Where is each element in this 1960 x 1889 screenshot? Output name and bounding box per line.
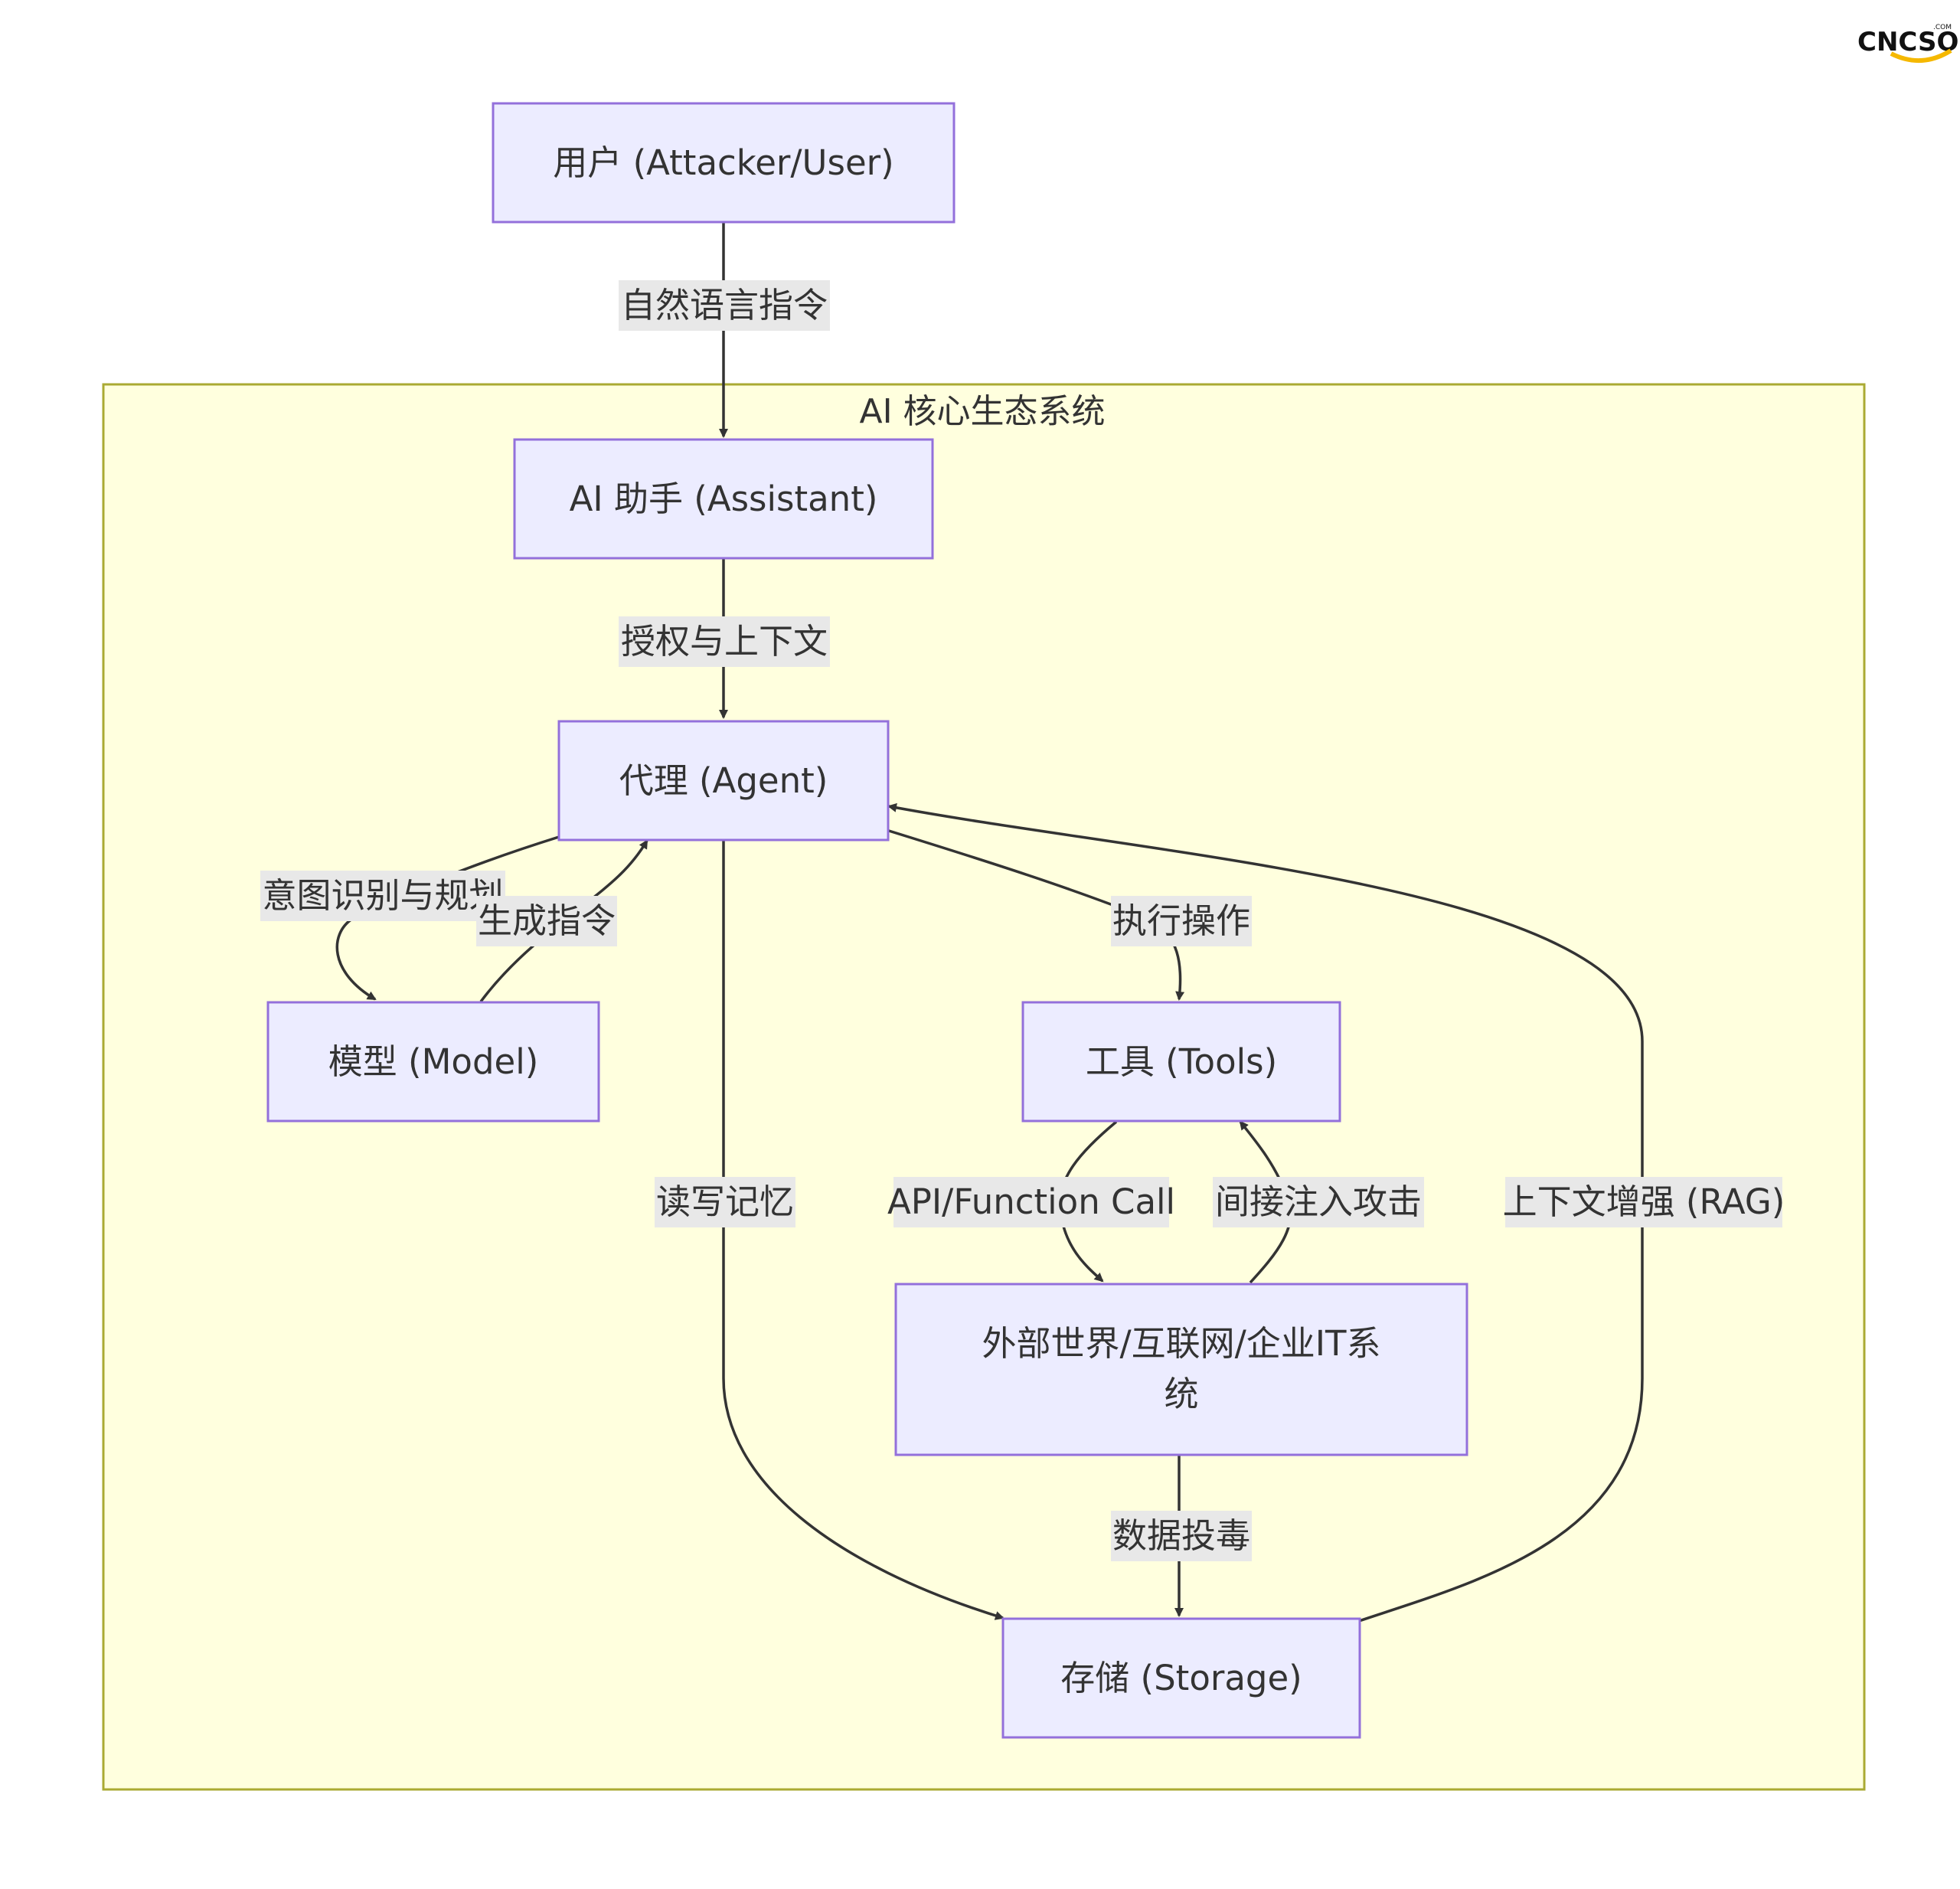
node-assistant-label: AI 助手 (Assistant) xyxy=(570,479,878,519)
node-user-label: 用户 (Attacker/User) xyxy=(553,142,893,183)
edge-label-external-tools: 间接注入攻击 xyxy=(1213,1177,1424,1227)
node-agent-label: 代理 (Agent) xyxy=(619,760,828,801)
edge-label-text: 读写记忆 xyxy=(656,1181,794,1222)
edge-label-text: 生成指令 xyxy=(478,900,616,941)
edge-label-assistant-agent: 授权与上下文 xyxy=(619,616,830,667)
edge-label-agent-model: 意图识别与规划 xyxy=(260,871,505,921)
logo-swoosh xyxy=(1890,48,1952,63)
edge-label-bg xyxy=(619,616,830,667)
edge-label-bg xyxy=(1213,1177,1424,1227)
cncso-logo: CNCSO .COM xyxy=(1857,24,1958,63)
edge-label-bg xyxy=(476,896,617,946)
edge-storage-agent xyxy=(887,802,1644,1623)
edge-label-bg xyxy=(1111,1511,1252,1561)
edge-label-text: 授权与上下文 xyxy=(621,621,828,662)
edge-label-external-storage: 数据投毒 xyxy=(1111,1511,1252,1561)
node-model: 模型 (Model) xyxy=(266,1001,600,1123)
node-storage: 存储 (Storage) xyxy=(1001,1617,1361,1739)
logo-suffix: .COM xyxy=(1933,24,1952,31)
edge-agent-storage xyxy=(722,841,1004,1620)
edge-label-bg xyxy=(619,280,830,331)
edge-label-agent-storage: 读写记忆 xyxy=(655,1177,795,1227)
node-assistant: AI 助手 (Assistant) xyxy=(513,438,934,560)
node-external-box xyxy=(894,1283,1468,1456)
edge-label-model-agent: 生成指令 xyxy=(476,896,617,946)
node-agent: 代理 (Agent) xyxy=(557,720,890,842)
edge-label-text: 上下文增强 (RAG) xyxy=(1503,1181,1785,1222)
logo-text: CNCSO xyxy=(1857,27,1958,57)
edge-label-text: 自然语言指令 xyxy=(621,285,828,325)
node-external: 外部世界/互联网/企业IT系 统 xyxy=(894,1283,1468,1456)
edge-label-bg xyxy=(260,871,505,921)
edge-label-text: 间接注入攻击 xyxy=(1215,1181,1422,1222)
node-tools-label: 工具 (Tools) xyxy=(1086,1041,1277,1082)
node-storage-box xyxy=(1001,1617,1361,1739)
node-tools-box xyxy=(1021,1001,1341,1123)
node-user: 用户 (Attacker/User) xyxy=(492,102,956,224)
node-model-label: 模型 (Model) xyxy=(328,1041,539,1082)
edge-label-user-assistant: 自然语言指令 xyxy=(619,280,830,331)
edge-label-agent-tools: 执行操作 xyxy=(1111,896,1252,946)
edge-label-text: 意图识别与规划 xyxy=(262,875,503,916)
edge-label-text: 数据投毒 xyxy=(1112,1515,1250,1556)
edge-label-bg xyxy=(1111,896,1252,946)
edge-label-storage-agent: 上下文增强 (RAG) xyxy=(1503,1177,1785,1227)
node-external-label-line1: 外部世界/互联网/企业IT系 xyxy=(982,1323,1380,1364)
edge-label-bg xyxy=(893,1177,1169,1227)
cluster-title: AI 核心生态系统 xyxy=(859,392,1105,431)
edge-label-bg xyxy=(1505,1177,1782,1227)
edge-label-tools-external: API/Function Call xyxy=(887,1177,1175,1227)
node-external-label-line2: 统 xyxy=(1164,1374,1198,1414)
node-assistant-box xyxy=(513,438,934,560)
node-model-box xyxy=(266,1001,600,1123)
node-user-box xyxy=(492,102,956,224)
node-storage-label: 存储 (Storage) xyxy=(1060,1658,1302,1698)
node-agent-box xyxy=(557,720,890,842)
node-tools: 工具 (Tools) xyxy=(1021,1001,1341,1123)
edge-label-bg xyxy=(655,1177,795,1227)
edge-label-text: API/Function Call xyxy=(887,1181,1175,1222)
edge-label-text: 执行操作 xyxy=(1112,900,1250,941)
